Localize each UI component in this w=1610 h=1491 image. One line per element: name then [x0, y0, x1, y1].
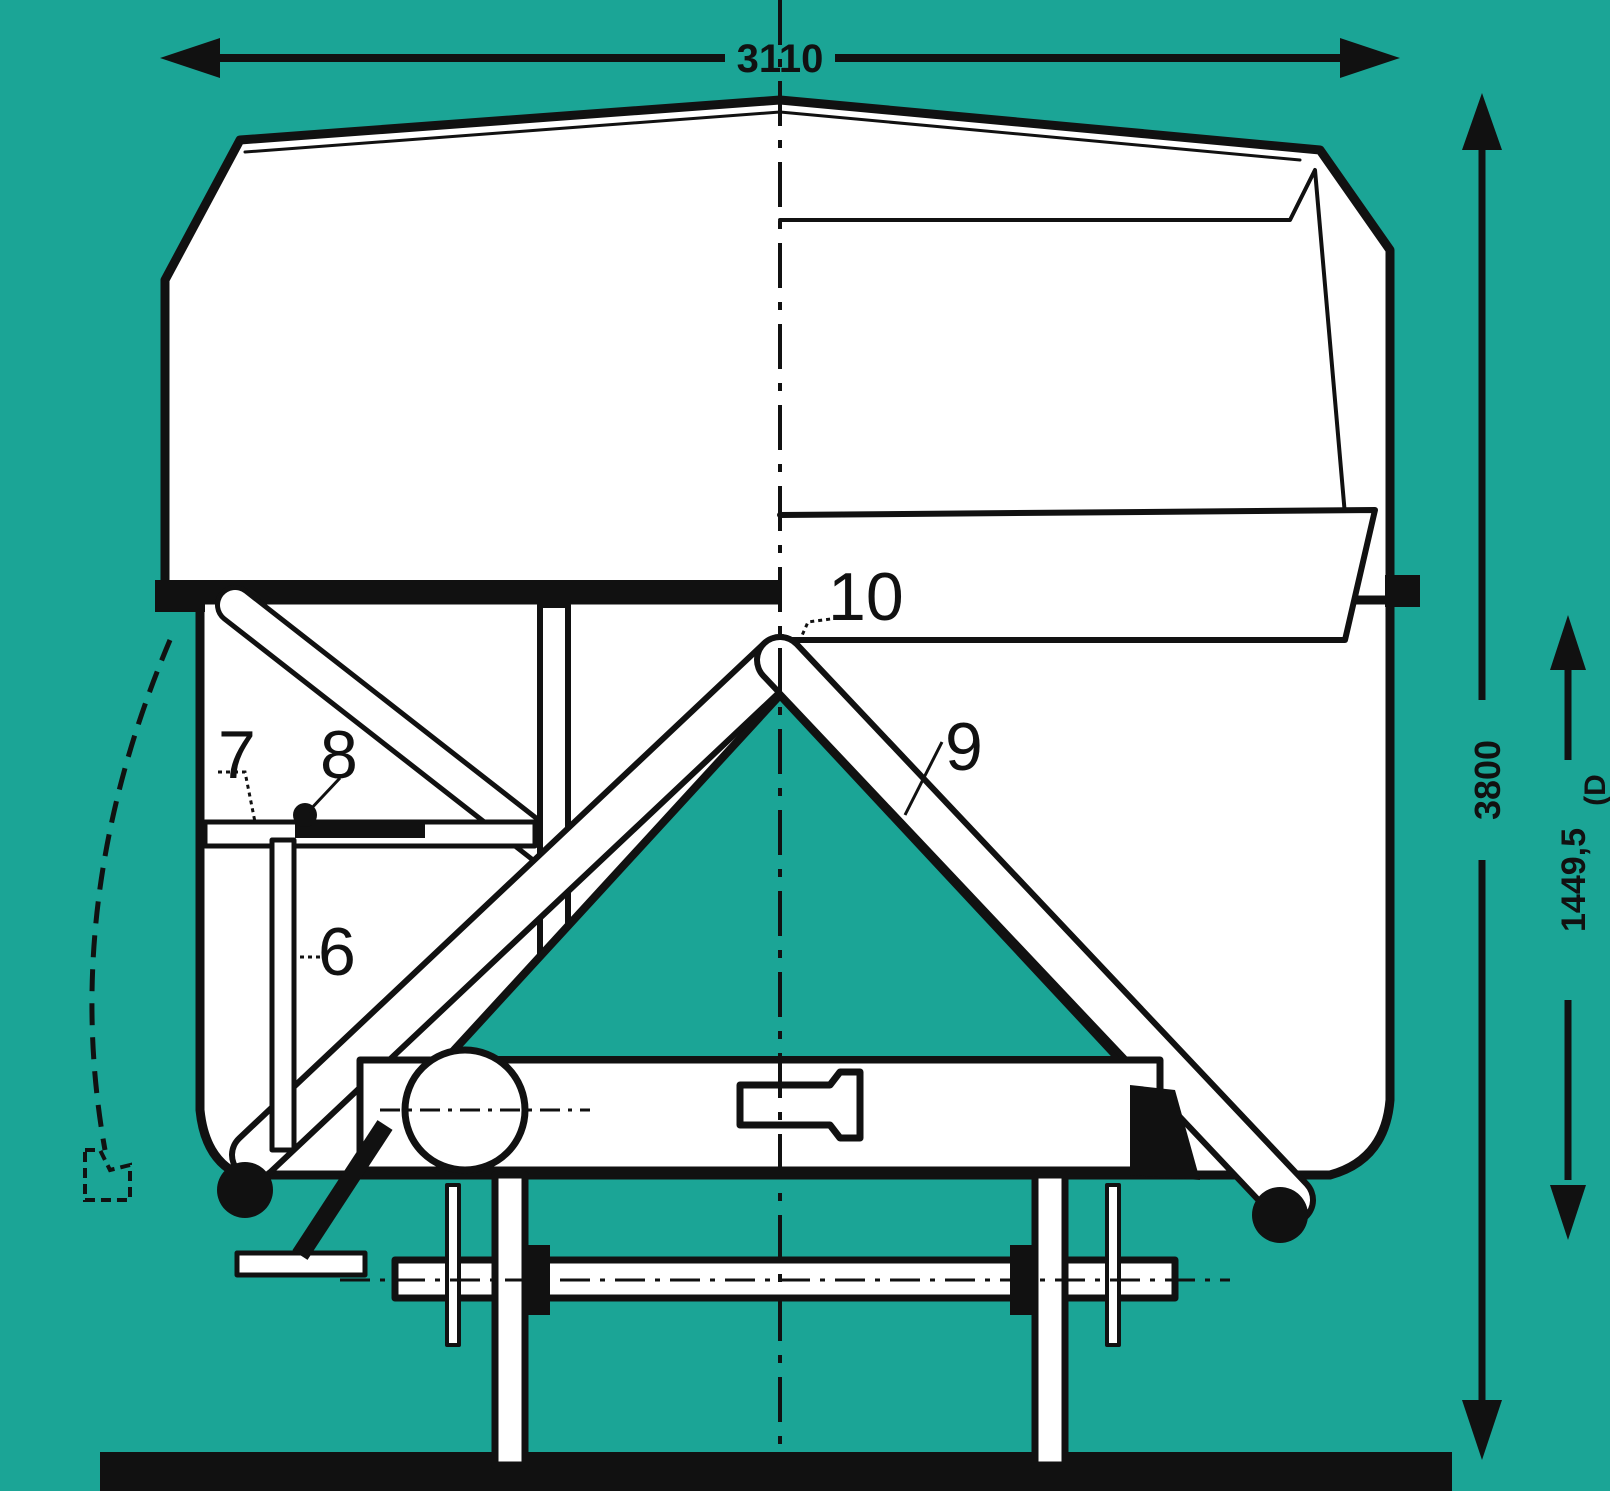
right-wheel — [1031, 1171, 1069, 1469]
right-side-ledge — [1385, 575, 1420, 607]
left-diagonal-brace-fill — [220, 590, 570, 870]
callout-7: 7 — [218, 717, 256, 793]
door-swing-marker — [83, 1148, 132, 1202]
callout-6: 6 — [318, 914, 356, 990]
callout-8: 8 — [320, 717, 358, 793]
left-bearing — [445, 1183, 461, 1347]
step-plate — [234, 1250, 368, 1278]
lever-mechanism — [295, 820, 425, 838]
left-side-ledge — [155, 580, 205, 612]
wagon-upper-body — [160, 95, 1395, 605]
left-slope-bar-fill — [235, 640, 800, 1175]
width-dimension: 3110 — [160, 37, 1400, 81]
edge-mark: (D — [1579, 774, 1610, 806]
height-label: 3800 — [1467, 740, 1508, 820]
left-corner-fitting — [217, 1162, 273, 1218]
roof-inner-panel — [778, 168, 1347, 517]
right-corner-fitting — [1252, 1187, 1308, 1243]
right-bearing — [1105, 1183, 1121, 1347]
height-dimension: 3800 — [1462, 93, 1508, 1460]
top-horizontal-beam — [200, 580, 780, 600]
chute-box — [777, 507, 1378, 643]
door-swing-arc — [89, 639, 173, 1151]
half-height-label: 1449,5 — [1555, 828, 1593, 932]
rail-ground-line — [100, 1452, 1452, 1491]
left-wheel — [491, 1171, 529, 1469]
vertical-rod — [269, 837, 297, 1153]
half-height-dimension: 1449,5 (D — [1550, 615, 1610, 1240]
callout-10: 10 — [828, 559, 904, 635]
right-slope-bar-fill — [760, 640, 1310, 1220]
coupler — [736, 1068, 864, 1142]
callout-9: 9 — [945, 709, 983, 785]
right-end-fitting — [1130, 1085, 1200, 1180]
width-label: 3110 — [737, 37, 824, 81]
step-support — [292, 1120, 393, 1260]
callout-leaders — [218, 616, 944, 959]
